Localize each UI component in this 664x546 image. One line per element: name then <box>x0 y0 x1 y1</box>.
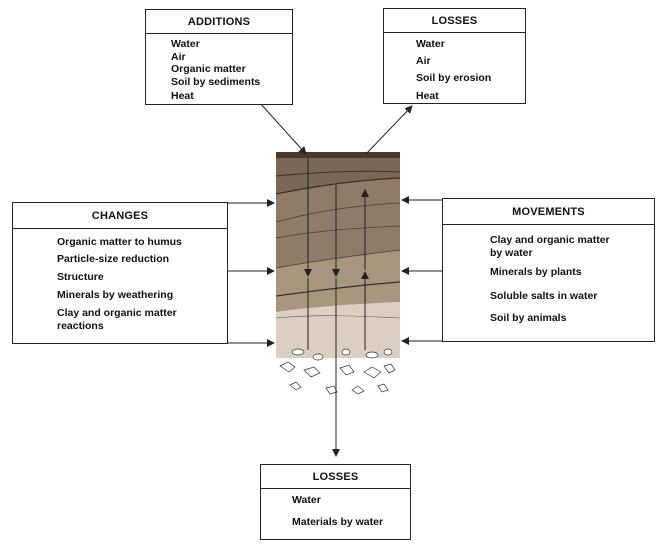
soil-profile <box>275 152 401 395</box>
list-item: Soil by sediments <box>171 76 261 88</box>
list-item: Water <box>171 38 200 50</box>
list-item: Soil by erosion <box>416 72 492 84</box>
additions-box: ADDITIONS Water Air Organic matter Soil … <box>145 9 293 105</box>
list-item: Materials by water <box>292 516 384 528</box>
movements-title: MOVEMENTS <box>443 199 654 225</box>
changes-box: CHANGES Organic matter to humus Particle… <box>12 202 228 344</box>
list-item: Water <box>416 38 445 50</box>
changes-connectors <box>227 199 275 347</box>
list-item: Organic matter <box>171 63 246 75</box>
losses-top-box: LOSSES Water Air Soil by erosion Heat <box>383 8 526 104</box>
additions-title: ADDITIONS <box>146 10 292 34</box>
list-item: Minerals by weathering <box>57 289 174 301</box>
parent-rock-fragments <box>279 348 396 395</box>
horizon-upper <box>276 178 400 268</box>
list-item: Structure <box>57 271 104 283</box>
list-item: Clay and organic matter reactions <box>57 307 177 332</box>
list-item: Air <box>171 51 186 63</box>
list-item: Heat <box>171 90 194 102</box>
movements-connectors <box>401 196 442 345</box>
internal-flows <box>304 157 369 457</box>
list-item: Soil by animals <box>490 312 567 324</box>
list-item: Water <box>292 494 321 506</box>
list-item: Minerals by plants <box>490 266 582 278</box>
changes-title: CHANGES <box>13 203 227 229</box>
losses-bottom-box: LOSSES Water Materials by water <box>260 464 411 540</box>
list-item: Heat <box>416 90 439 102</box>
list-item: Clay and organic matter by water <box>490 234 610 259</box>
list-item: Soluble salts in water <box>490 290 598 302</box>
list-item: Particle-size reduction <box>57 253 170 265</box>
surface-litter <box>276 152 400 158</box>
horizon-middle <box>276 250 400 312</box>
list-item: Organic matter to humus <box>57 236 182 248</box>
external-flows <box>259 102 413 155</box>
list-item: Air <box>416 55 431 67</box>
losses-bottom-title: LOSSES <box>261 465 410 489</box>
losses-top-title: LOSSES <box>384 9 525 33</box>
movements-box: MOVEMENTS Clay and organic matter by wat… <box>442 198 655 342</box>
